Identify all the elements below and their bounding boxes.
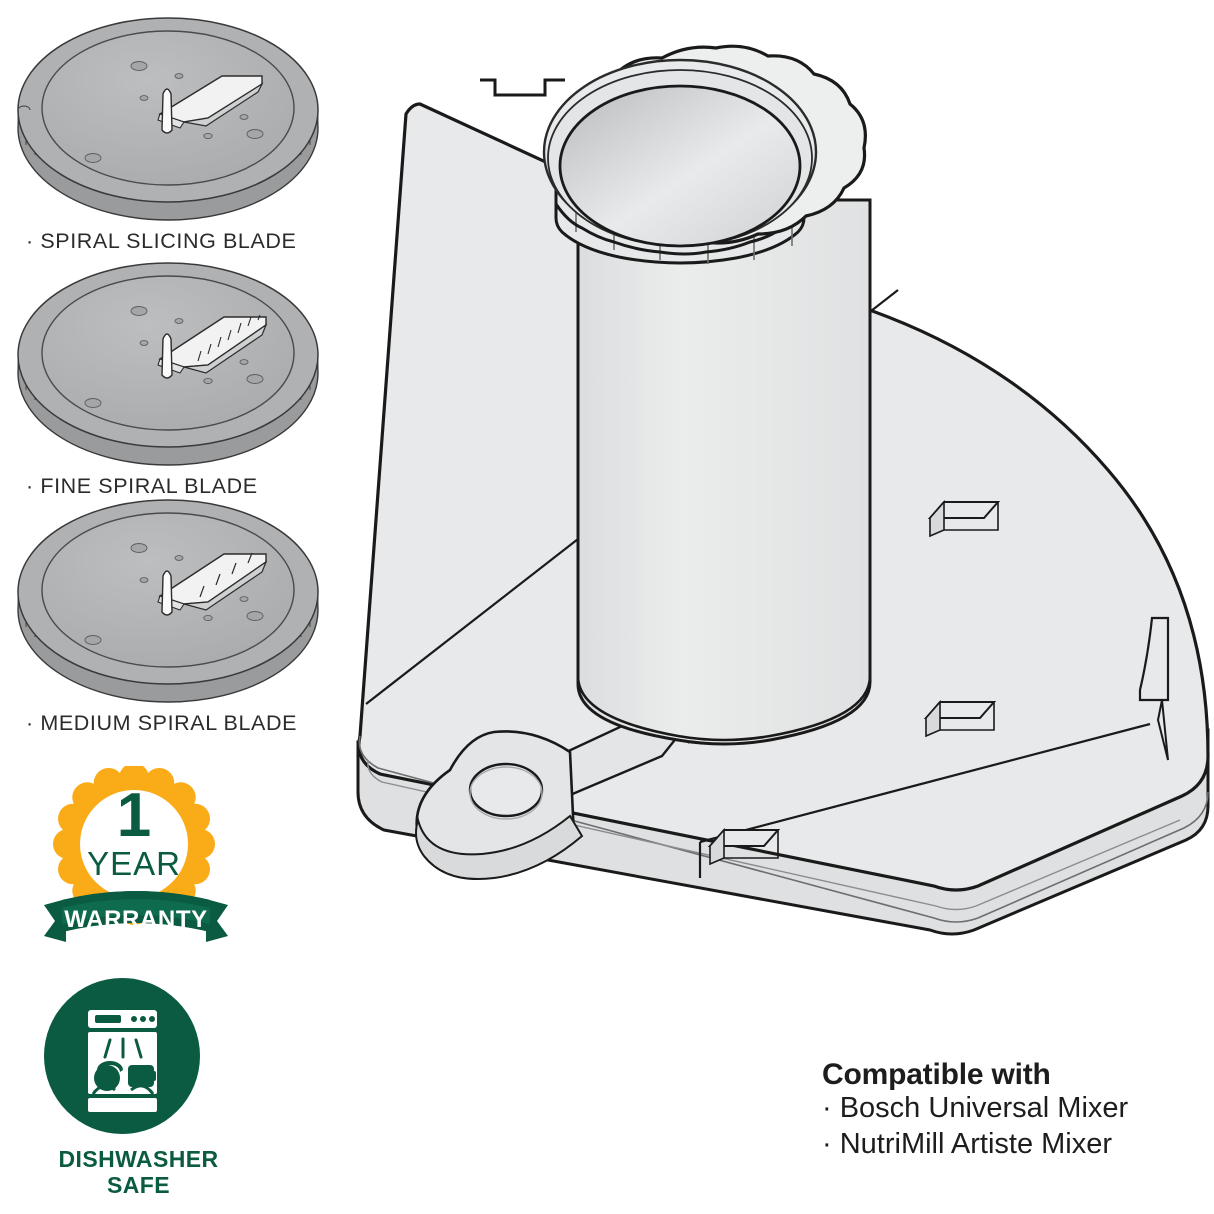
blade-svg bbox=[17, 17, 319, 221]
blade-item-medium-spiral: · MEDIUM SPIRAL BLADE bbox=[0, 492, 340, 736]
blade-illustration-fine-spiral bbox=[8, 255, 328, 470]
feed-chute-tube bbox=[576, 198, 872, 746]
latch-hole bbox=[468, 762, 544, 818]
center-post bbox=[161, 570, 173, 616]
feed-chute-opening bbox=[558, 84, 802, 248]
panel-display bbox=[95, 1015, 121, 1023]
warranty-duration: 1 bbox=[117, 781, 151, 850]
badge-inner-circle bbox=[80, 790, 188, 898]
dishes-group bbox=[94, 1061, 156, 1091]
warranty-unit: YEAR bbox=[87, 845, 181, 882]
compatible-item-bosch: · Bosch Universal Mixer bbox=[822, 1092, 1129, 1124]
center-post bbox=[161, 88, 173, 134]
edge-notch bbox=[1138, 616, 1170, 761]
blade-list: · SPIRAL SLICING BLADE bbox=[0, 0, 340, 1214]
panel-dots bbox=[131, 1016, 155, 1022]
warranty-svg: 1 YEAR WARRANTY bbox=[44, 763, 228, 942]
disc-holes bbox=[84, 543, 264, 645]
blade-svg bbox=[17, 262, 319, 466]
compatible-item-nutrimill: · NutriMill Artiste Mixer bbox=[822, 1127, 1113, 1160]
basket-arcs bbox=[91, 1084, 155, 1095]
dishwasher-safe-badge: DISHWASHER SAFE bbox=[36, 978, 241, 1198]
slicer-shredder-attachment-svg bbox=[356, 44, 1210, 936]
dishwasher-base-bar bbox=[88, 1098, 157, 1112]
compatible-with-title: Compatible with bbox=[822, 1058, 1051, 1091]
water-spray-lines bbox=[103, 1037, 143, 1059]
compatible-with-block: Compatible with · Bosch Universal Mixer … bbox=[822, 1058, 1214, 1162]
dishwasher-icon bbox=[44, 978, 200, 1134]
blade-label-spiral-slicing: · SPIRAL SLICING BLADE bbox=[26, 229, 297, 253]
locking-tab[interactable] bbox=[707, 827, 781, 866]
locking-tab[interactable] bbox=[923, 699, 997, 738]
center-post bbox=[161, 333, 173, 379]
dishwasher-control-panel bbox=[88, 1010, 157, 1028]
warranty-ribbon-label: WARRANTY bbox=[64, 906, 207, 933]
blade-illustration-medium-spiral bbox=[8, 492, 328, 707]
fluted-collar-rim bbox=[542, 44, 867, 265]
blade-label-medium-spiral: · MEDIUM SPIRAL BLADE bbox=[26, 711, 298, 735]
product-illustration bbox=[330, 0, 1214, 1010]
lid-ridge-right bbox=[698, 699, 1151, 878]
blade-item-fine-spiral: · FINE SPIRAL BLADE bbox=[0, 255, 340, 499]
warranty-ribbon bbox=[44, 891, 228, 942]
locking-tab[interactable] bbox=[927, 499, 1001, 538]
disc-holes bbox=[84, 61, 264, 163]
dishwasher-safe-line2: SAFE bbox=[107, 1171, 170, 1198]
warranty-badge: 1 YEAR WARRANTY bbox=[36, 763, 236, 961]
blade-illustration-spiral-slicing bbox=[8, 10, 328, 225]
disc-holes bbox=[84, 306, 264, 408]
dishwasher-safe-text: DISHWASHER SAFE bbox=[36, 1146, 241, 1199]
blade-svg bbox=[17, 499, 319, 703]
blade-label-fine-spiral: · FINE SPIRAL BLADE bbox=[26, 474, 258, 498]
dishwasher-safe-line1: DISHWASHER bbox=[58, 1146, 219, 1172]
blade-item-spiral-slicing: · SPIRAL SLICING BLADE bbox=[0, 10, 340, 254]
